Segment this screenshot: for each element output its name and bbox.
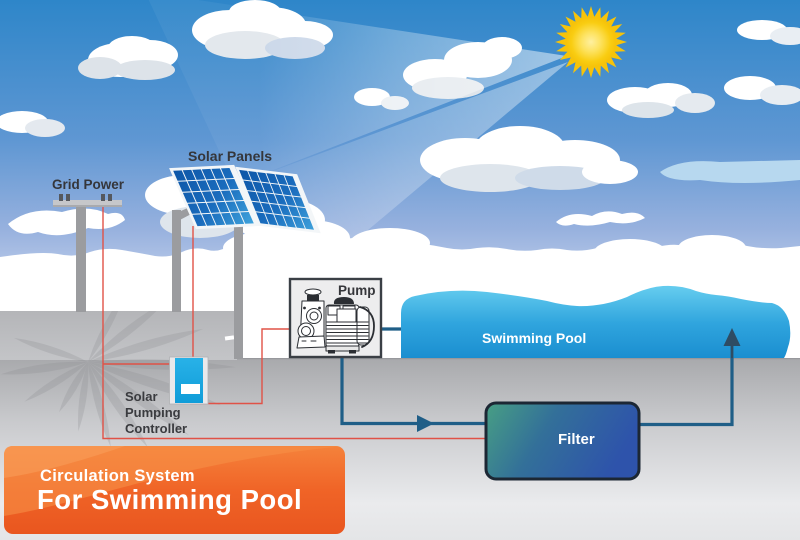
svg-text:For Swimming Pool: For Swimming Pool <box>37 484 302 515</box>
svg-text:Pump: Pump <box>338 283 376 298</box>
svg-text:Filter: Filter <box>558 431 595 448</box>
svg-text:Solar Panels: Solar Panels <box>188 148 272 164</box>
svg-text:Swimming Pool: Swimming Pool <box>482 330 586 346</box>
svg-text:Solar: Solar <box>125 389 158 404</box>
svg-text:Grid Power: Grid Power <box>52 177 125 192</box>
svg-text:Circulation System: Circulation System <box>40 467 195 485</box>
svg-text:Controller: Controller <box>125 421 187 436</box>
svg-text:Pumping: Pumping <box>125 405 181 420</box>
